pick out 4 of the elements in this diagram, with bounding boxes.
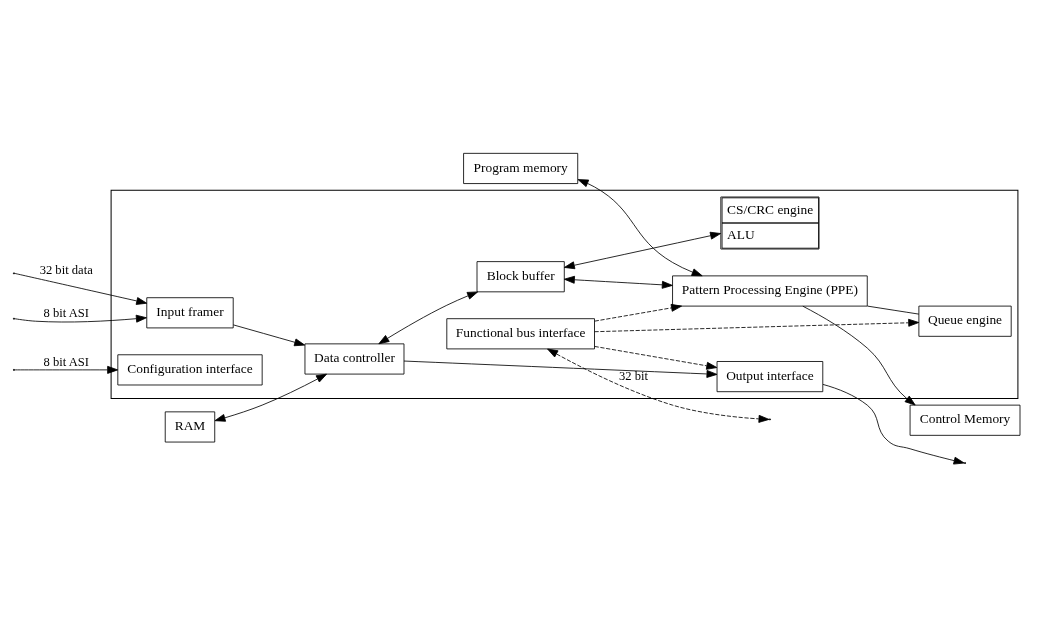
edge-label: 32 bit bbox=[618, 368, 648, 383]
edge-label: 32 bit data bbox=[39, 263, 93, 278]
edge-label: 8 bit ASI bbox=[42, 354, 89, 369]
edge-label: 8 bit ASI bbox=[42, 306, 89, 321]
